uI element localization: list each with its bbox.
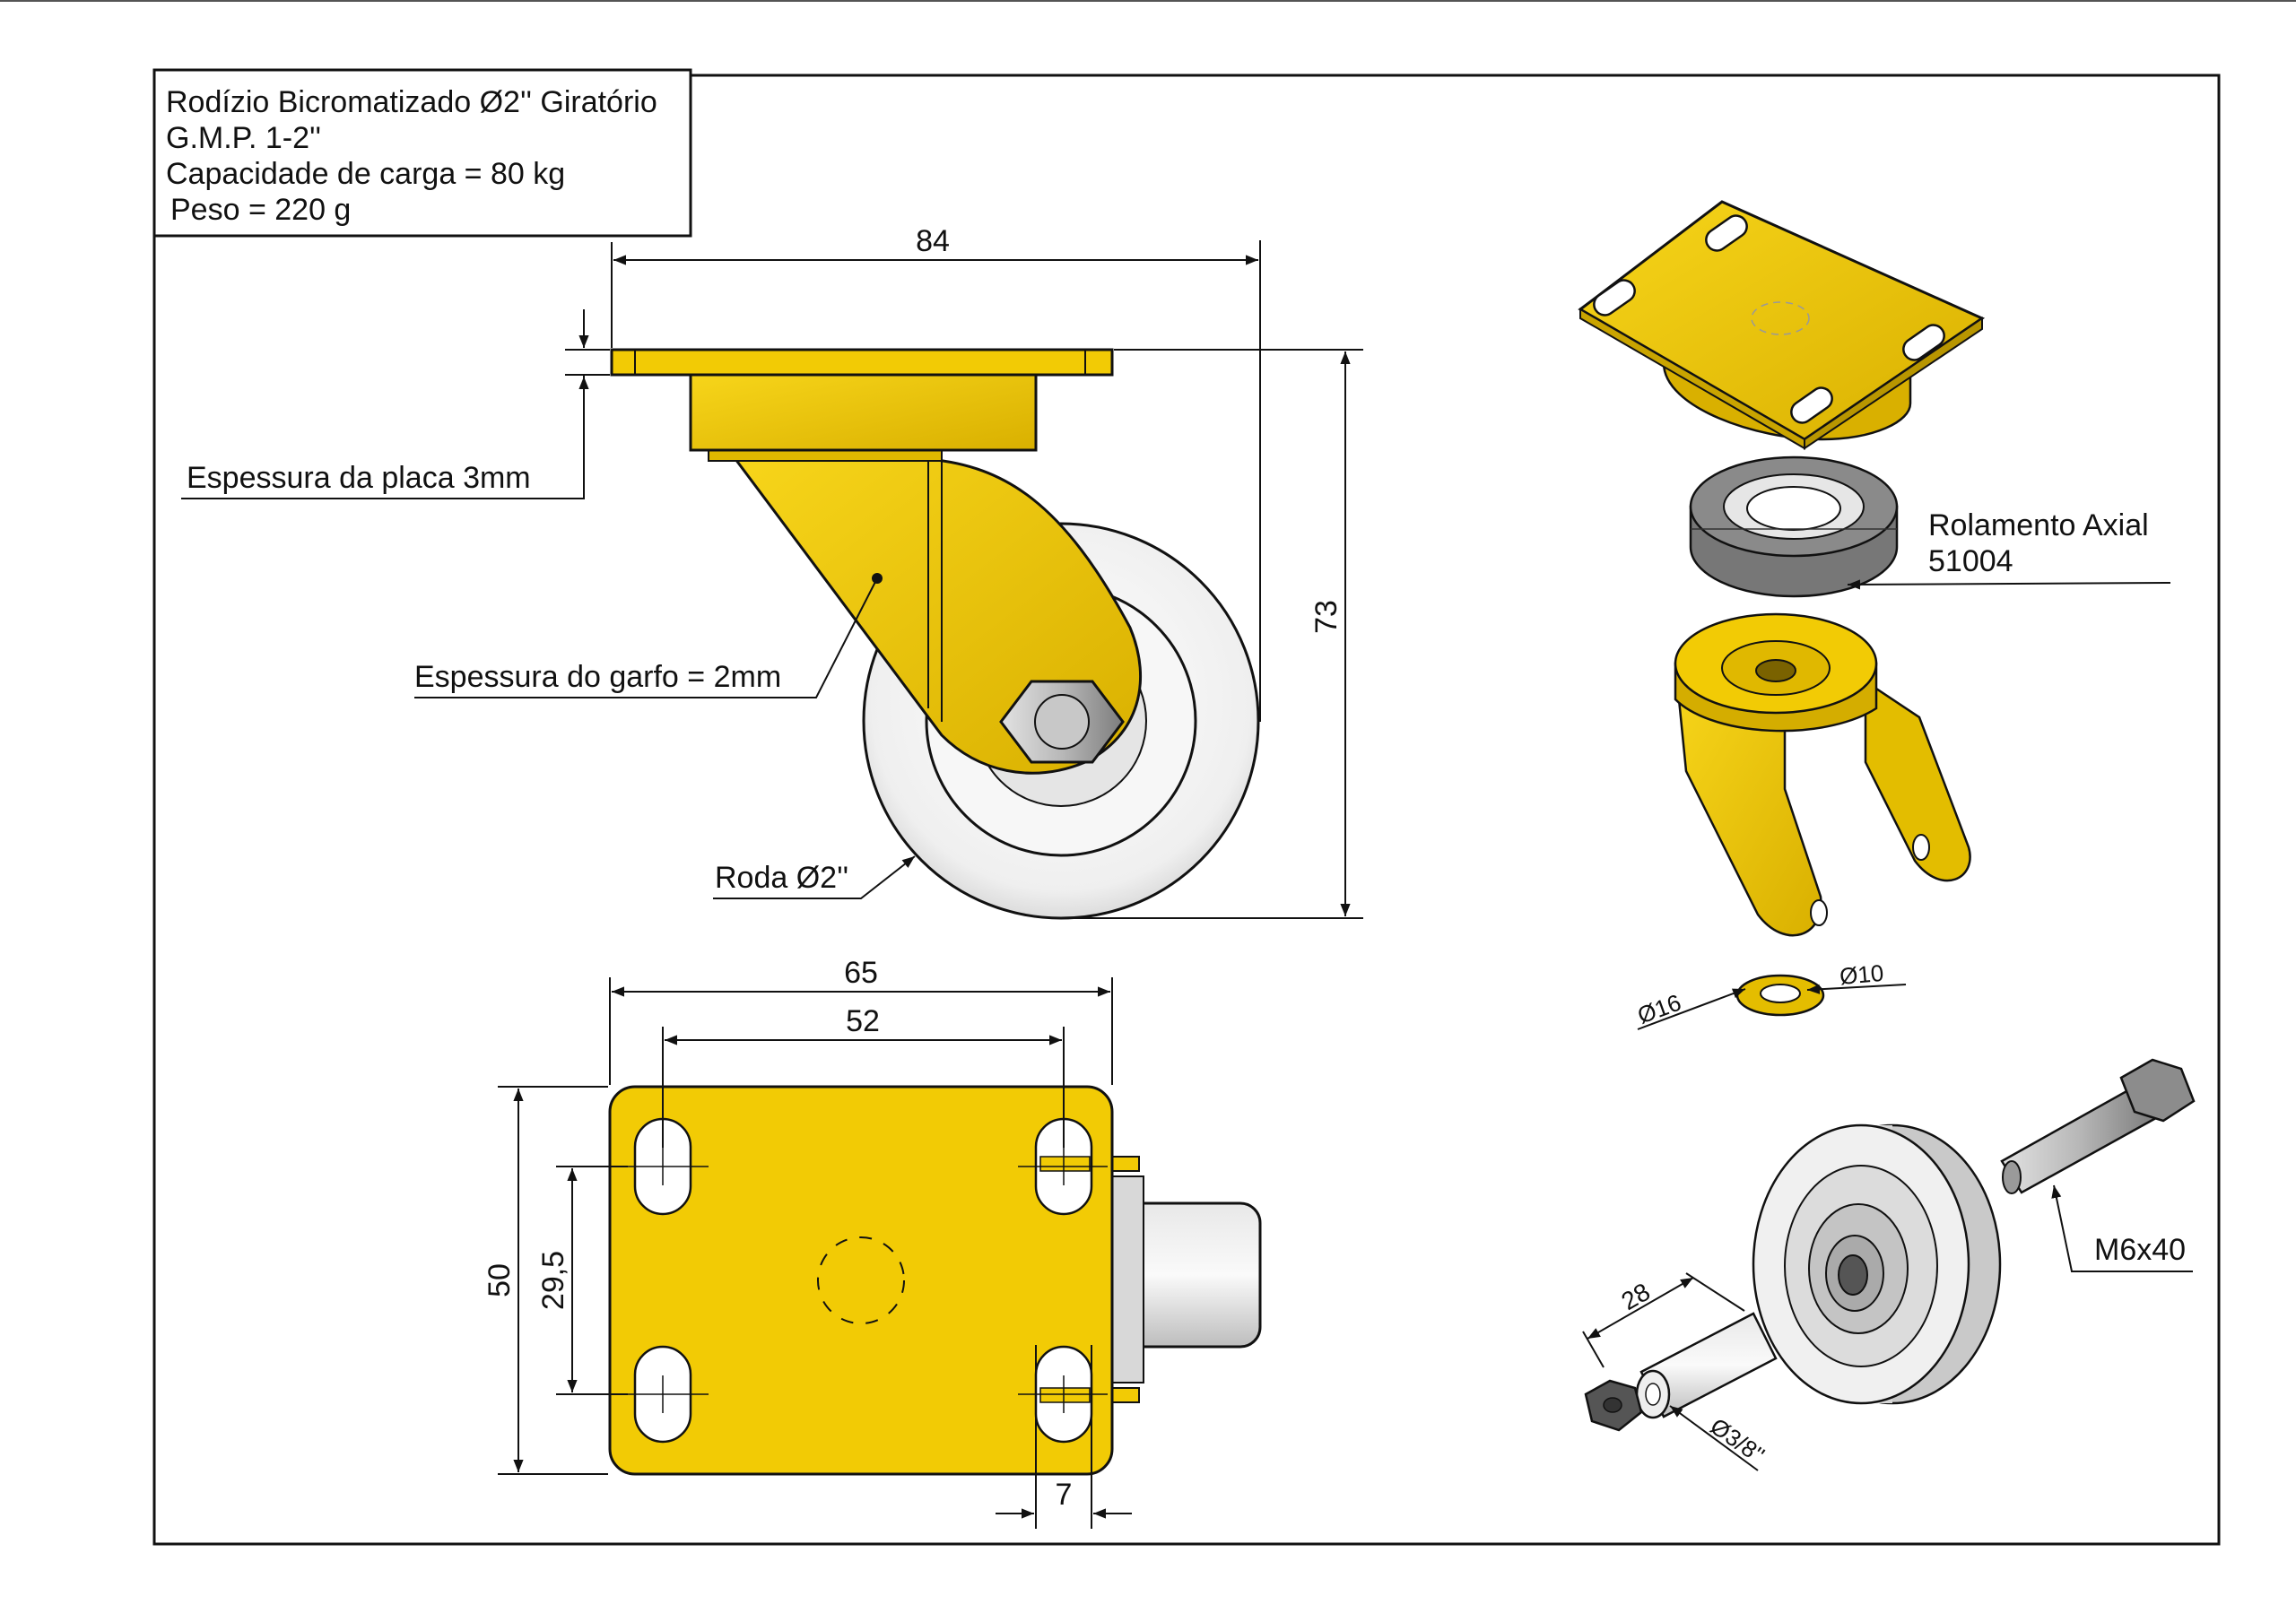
bearing-label: Rolamento Axial [1928, 508, 2149, 542]
iso-bolt-tip [2002, 1160, 2022, 1194]
top-fork-side [1111, 1175, 1144, 1383]
iso-bearing-bore [1746, 486, 1841, 531]
washer-outer-leader [1637, 988, 1746, 1030]
side-axle-bolt [1034, 694, 1090, 750]
iso-fork-leg-front [1675, 680, 1822, 937]
washer-inner-leader [1806, 984, 1907, 994]
dim28-text: 28 [1617, 1278, 1655, 1315]
iso-fork-hole-back [1912, 834, 1930, 861]
iso-fork-bore [1755, 659, 1796, 682]
iso-wheel [1752, 1123, 2002, 1405]
side-swivel-housing [689, 373, 1038, 452]
title-block: Rodízio Bicromatizado Ø2'' Giratório G.M… [152, 68, 692, 238]
dim28-ext-left [1582, 1331, 1605, 1368]
title-line-4: Peso = 220 g [170, 193, 351, 227]
plate-thickness-label: Espessura da placa 3mm [187, 461, 531, 495]
iso-slot-1 [1705, 214, 1748, 252]
slot-top-right-nut [1039, 1156, 1091, 1172]
title-line-1: Rodízio Bicromatizado Ø2'' Giratório [166, 85, 657, 119]
iso-hex-nut [1584, 1379, 1643, 1432]
bearing-code-label: 51004 [1928, 544, 2013, 578]
iso-fork-leg-back [1864, 679, 1971, 882]
dim52-text: 52 [846, 1004, 880, 1038]
iso-wheel-bore [1838, 1254, 1868, 1296]
title-line-3: Capacidade de carga = 80 kg [166, 157, 565, 191]
fork-thickness-label: Espessura do garfo = 2mm [414, 660, 781, 694]
dim7-text: 7 [1056, 1478, 1073, 1512]
fork-thk-leader [414, 577, 878, 698]
iso-nut-hole [1603, 1397, 1622, 1413]
iso-bolt [2000, 1058, 2196, 1194]
iso-top-plate [1578, 200, 1986, 441]
bolt-leader [2051, 1184, 2193, 1272]
top-nut-upper [1111, 1156, 1140, 1172]
iso-plate-center-hidden [1751, 301, 1810, 335]
side-top-plate [610, 348, 1114, 377]
iso-plate-edge-side [1804, 317, 1983, 450]
dim28-ext-right [1685, 1272, 1745, 1312]
fork-thk-dot [872, 573, 883, 584]
bolt-label: M6x40 [2094, 1233, 2186, 1267]
dim84-text: 84 [916, 224, 950, 258]
washer-inner-label: Ø10 [1839, 959, 1885, 990]
iso-slot-2 [1593, 279, 1636, 317]
top-nut-lower [1111, 1387, 1140, 1403]
top-view: 65 52 50 29,5 7 [483, 956, 1262, 1529]
bearing-leader [1847, 579, 2171, 590]
iso-fork [1674, 612, 1971, 937]
iso-bolt-head [2119, 1058, 2196, 1123]
exploded-view: Rolamento Axial 51004 Ø16 Ø10 [1578, 200, 2196, 1471]
drawing-border [152, 74, 2221, 1546]
title-line-2: G.M.P. 1-2'' [166, 121, 321, 155]
dim29-text: 29,5 [536, 1251, 570, 1310]
washer-outer-label: Ø16 [1634, 989, 1684, 1029]
dim28-line [1587, 1277, 1694, 1340]
wheel-label: Roda Ø2'' [715, 861, 848, 895]
top-center-hidden-circle [817, 1236, 905, 1324]
wheel-leader [713, 855, 916, 899]
top-centerlines [619, 1148, 1108, 1413]
iso-fork-hole-front [1810, 899, 1828, 926]
spacer-dia-label: Ø3/8'' [1706, 1412, 1770, 1469]
iso-axial-bearing [1689, 455, 1899, 598]
dim50-text: 50 [483, 1263, 517, 1297]
side-view: 84 73 Espessura da placa 3mm Espessura d… [181, 224, 1363, 920]
iso-washer-inner [1760, 984, 1801, 1003]
iso-spacer-bore [1645, 1383, 1661, 1406]
slot-bottom-right-nut [1039, 1387, 1091, 1403]
spacer-dia-leader [1669, 1405, 1759, 1471]
top-plate [608, 1085, 1114, 1476]
iso-washer [1735, 974, 1825, 1017]
iso-slot-4 [1790, 386, 1833, 424]
dim73-text: 73 [1309, 600, 1344, 634]
dim65-text: 65 [844, 956, 878, 990]
title-block-frame [152, 68, 692, 238]
iso-slot-3 [1902, 324, 1945, 361]
plate-thk-leader [181, 375, 585, 499]
iso-spacer [1635, 1312, 1778, 1419]
